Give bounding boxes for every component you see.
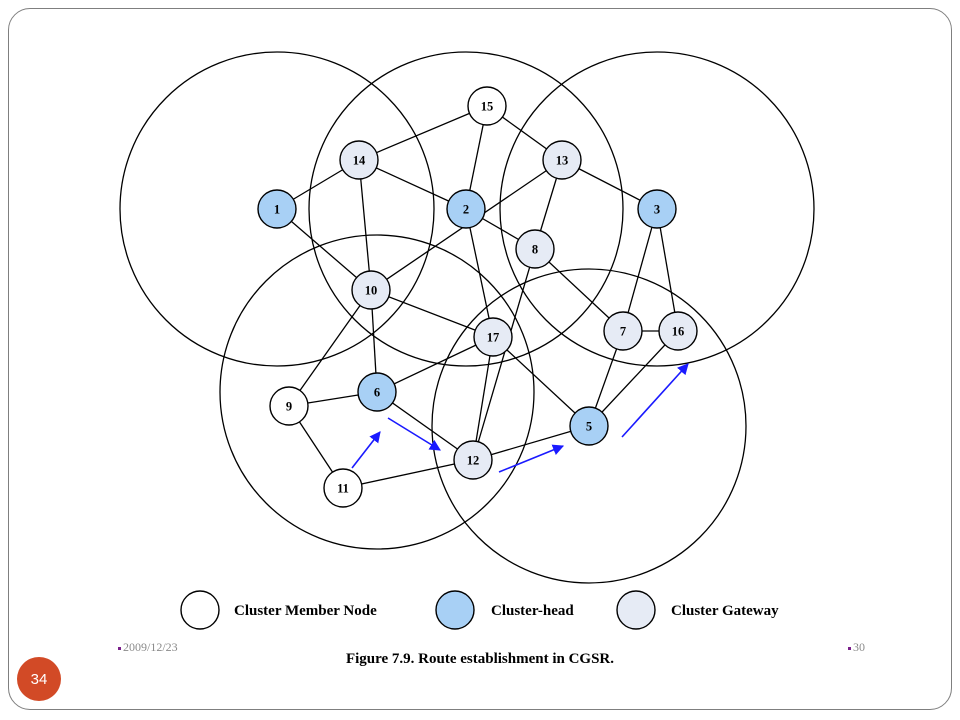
link-8-7 <box>534 248 624 332</box>
date-label: 2009/12/23 <box>118 640 178 655</box>
link-14-15 <box>358 105 488 161</box>
slide-number-badge: 34 <box>17 657 61 701</box>
cluster-range-6 <box>219 234 535 550</box>
legend-label-gateway: Cluster Gateway <box>671 603 779 619</box>
node-16-label: 16 <box>672 325 685 339</box>
route-arrow-5-16 <box>621 363 689 438</box>
legend-label-head: Cluster-head <box>491 603 574 619</box>
node-1-label: 1 <box>274 203 280 217</box>
link-6-17 <box>376 336 494 393</box>
figure-caption: Figure 7.9. Route establishment in CGSR. <box>345 651 615 667</box>
node-13-circle <box>542 140 582 180</box>
legend-swatch-gateway <box>616 590 656 630</box>
node-5: 5 <box>569 406 609 446</box>
node-6-circle <box>357 372 397 412</box>
link-5-16 <box>588 330 679 427</box>
node-15-label: 15 <box>481 100 494 114</box>
node-6-label: 6 <box>374 386 380 400</box>
node-12-circle <box>453 440 493 480</box>
link-10-9 <box>288 289 372 407</box>
node-17: 17 <box>473 317 513 357</box>
node-6: 6 <box>357 372 397 412</box>
node-1-circle <box>257 189 297 229</box>
route-arrow-6-12 <box>387 417 441 451</box>
legend-item-head: Cluster-head <box>435 590 574 630</box>
cluster-ranges <box>119 51 815 584</box>
node-11-circle <box>323 468 363 508</box>
node-10: 10 <box>351 270 391 310</box>
node-7-circle <box>603 311 643 351</box>
link-14-10 <box>358 159 372 291</box>
node-13-label: 13 <box>556 154 569 168</box>
node-8-circle <box>515 229 555 269</box>
node-3-label: 3 <box>654 203 660 217</box>
cluster-range-3 <box>499 51 815 367</box>
node-17-circle <box>473 317 513 357</box>
link-3-7 <box>622 208 658 332</box>
link-11-12 <box>342 459 474 489</box>
node-14-circle <box>339 140 379 180</box>
legend-swatch-member <box>180 590 220 630</box>
link-17-12 <box>472 336 494 461</box>
legend-item-gateway: Cluster Gateway <box>616 590 779 630</box>
cluster-range-1 <box>119 51 435 367</box>
node-14-label: 14 <box>353 154 366 168</box>
node-3: 3 <box>637 189 677 229</box>
node-15-circle <box>467 86 507 126</box>
node-8-label: 8 <box>532 243 538 257</box>
legend-swatch-head <box>435 590 475 630</box>
cluster-range-5 <box>431 268 747 584</box>
node-5-circle <box>569 406 609 446</box>
route-arrows <box>351 363 689 473</box>
node-2-circle <box>446 189 486 229</box>
node-17-label: 17 <box>487 331 500 345</box>
slide-frame <box>8 8 952 710</box>
page-text: 30 <box>853 640 865 654</box>
node-5-label: 5 <box>586 420 592 434</box>
legend-label-member: Cluster Member Node <box>234 603 377 619</box>
node-11: 11 <box>323 468 363 508</box>
node-2: 2 <box>446 189 486 229</box>
node-14: 14 <box>339 140 379 180</box>
route-arrow-11-6 <box>351 431 381 469</box>
node-11-label: 11 <box>337 482 349 496</box>
node-9: 9 <box>269 386 309 426</box>
node-16: 16 <box>658 311 698 351</box>
cluster-range-2 <box>308 51 624 367</box>
legend-item-member: Cluster Member Node <box>180 590 377 630</box>
node-12: 12 <box>453 440 493 480</box>
link-1-10 <box>276 208 372 291</box>
route-arrow-12-5 <box>498 444 565 473</box>
node-10-label: 10 <box>365 284 378 298</box>
link-12-5 <box>472 425 590 461</box>
node-1: 1 <box>257 189 297 229</box>
node-15: 15 <box>467 86 507 126</box>
link-17-5 <box>492 336 590 427</box>
links <box>276 105 679 489</box>
node-9-label: 9 <box>286 400 292 414</box>
node-10-circle <box>351 270 391 310</box>
node-7: 7 <box>603 311 643 351</box>
link-8-12 <box>472 248 536 461</box>
node-7-label: 7 <box>620 325 626 339</box>
legend: Cluster Member Node Cluster-head Cluster G… <box>180 590 779 630</box>
node-16-circle <box>658 311 698 351</box>
node-8: 8 <box>515 229 555 269</box>
link-3-16 <box>656 208 679 332</box>
page-label: 30 <box>848 640 865 655</box>
node-9-circle <box>269 386 309 426</box>
node-2-label: 2 <box>463 203 469 217</box>
node-12-label: 12 <box>467 454 480 468</box>
link-10-17 <box>370 289 494 338</box>
node-13: 13 <box>542 140 582 180</box>
date-text: 2009/12/23 <box>123 640 178 654</box>
node-3-circle <box>637 189 677 229</box>
link-2-17 <box>465 208 494 338</box>
